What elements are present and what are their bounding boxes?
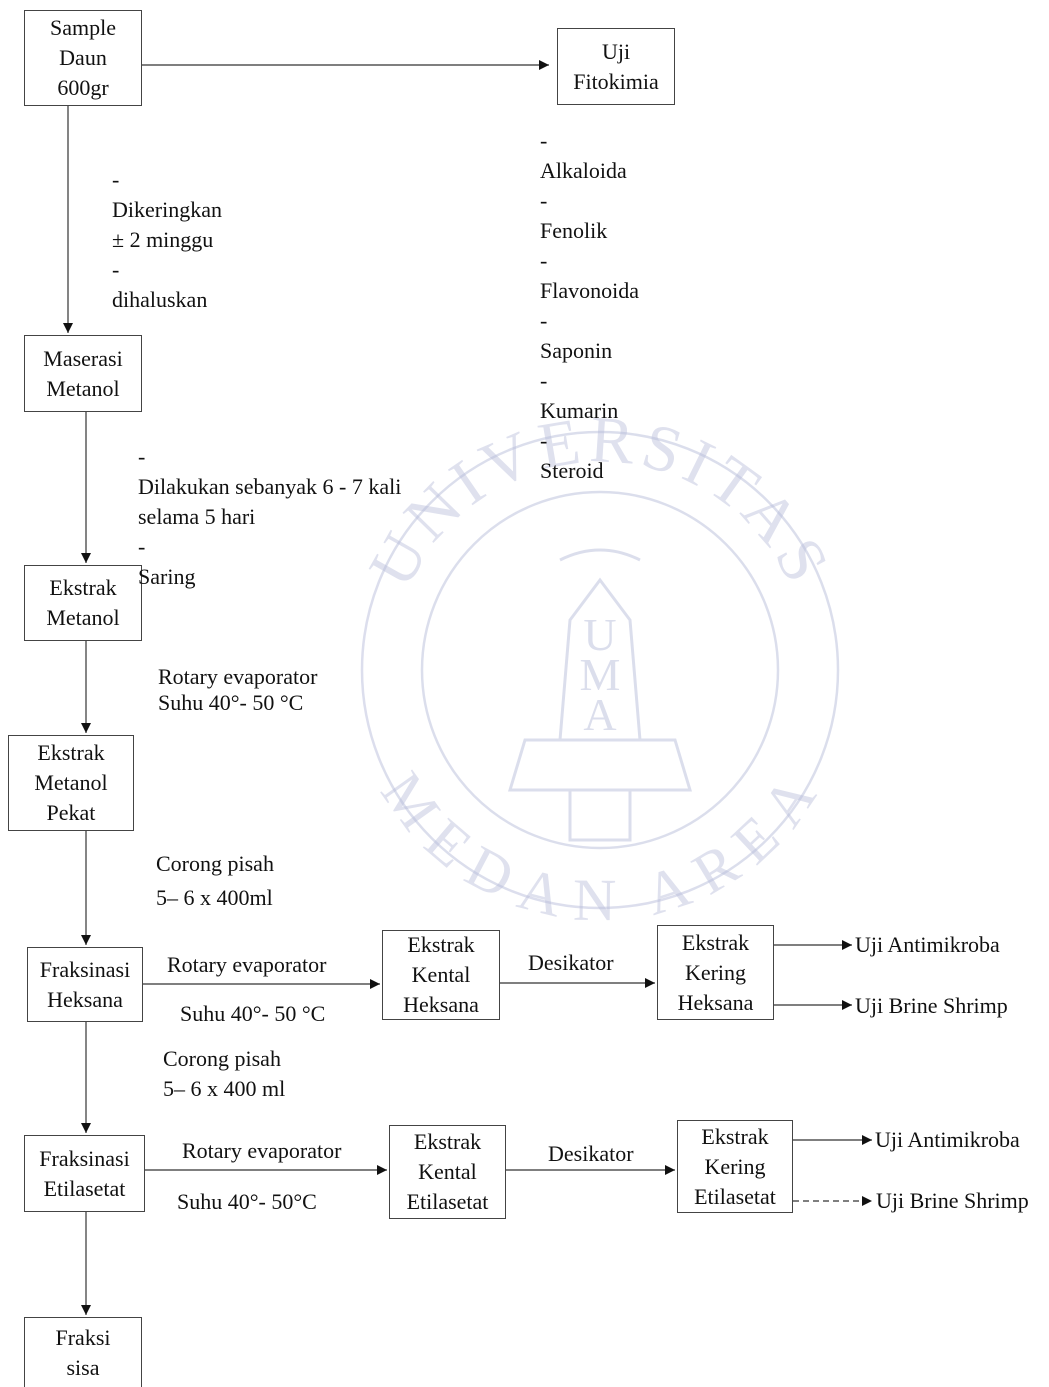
note-corong-pisah-2: Corong pisah 5– 6 x 400 ml	[163, 1046, 286, 1101]
output-heksana-antimikroba: Uji Antimikroba	[855, 932, 1000, 957]
output-etilasetat-brine-shrimp: Uji Brine Shrimp	[876, 1188, 1029, 1213]
label-desikator-heksana: Desikator	[528, 950, 614, 975]
output-heksana-brine-shrimp: Uji Brine Shrimp	[855, 993, 1008, 1018]
label-suhu-heksana: Suhu 40°- 50 °C	[180, 1001, 326, 1026]
label-suhu-etilasetat: Suhu 40°- 50°C	[177, 1189, 317, 1214]
note-maceration: -Dilakukan sebanyak 6 - 7 kali selama 5 …	[138, 444, 402, 589]
output-etilasetat-antimikroba: Uji Antimikroba	[875, 1127, 1020, 1152]
note-rotary-evaporator: Rotary evaporator Suhu 40°- 50 °C	[158, 664, 318, 715]
label-rotary-etilasetat: Rotary evaporator	[182, 1138, 342, 1163]
label-rotary-heksana: Rotary evaporator	[167, 952, 327, 977]
note-drying: -Dikeringkan ± 2 minggu -dihaluskan	[112, 167, 222, 312]
label-desikator-etilasetat: Desikator	[548, 1141, 634, 1166]
fitokimia-test-list: -Alkaloida -Fenolik -Flavonoida -Saponin…	[540, 128, 639, 483]
note-corong-pisah-1: Corong pisah 5– 6 x 400ml	[156, 851, 274, 910]
